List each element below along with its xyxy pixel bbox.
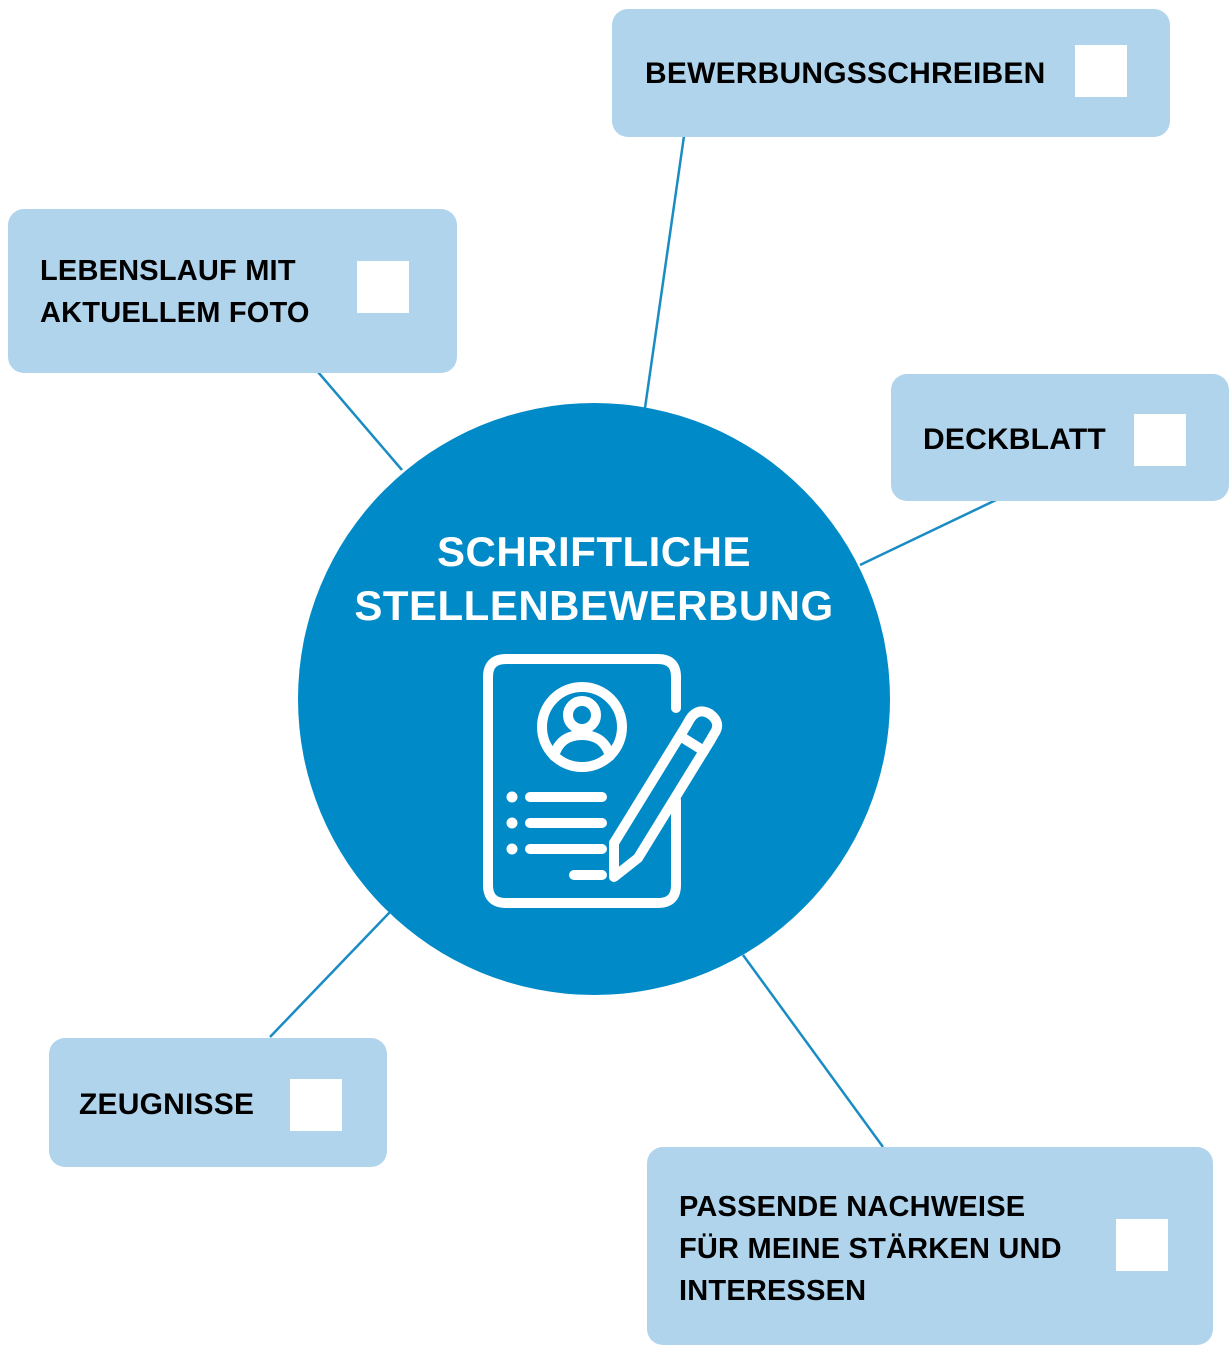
connector-zeugnisse	[269, 911, 391, 1038]
node-label-deckblatt: DECKBLATT	[923, 423, 1106, 456]
node-bewerbungsschreiben: BEWERBUNGSSCHREIBEN	[612, 9, 1170, 137]
checkbox-deckblatt[interactable]	[1134, 414, 1186, 466]
node-deckblatt: DECKBLATT	[891, 374, 1229, 501]
checkbox-zeugnisse[interactable]	[290, 1079, 342, 1131]
connector-nachweise	[741, 954, 885, 1148]
connector-deckblatt	[859, 498, 997, 567]
node-label-lebenslauf: LEBENSLAUF MIT AKTUELLEM FOTO	[40, 255, 310, 329]
node-zeugnisse: ZEUGNISSE	[49, 1038, 387, 1167]
connector-lebenslauf	[317, 371, 403, 471]
center-circle: SCHRIFTLICHE STELLENBEWERBUNG	[298, 403, 890, 995]
node-nachweise: PASSENDE NACHWEISE FÜR MEINE STÄRKEN UND…	[647, 1147, 1213, 1345]
checkbox-nachweise[interactable]	[1116, 1219, 1168, 1271]
node-lebenslauf: LEBENSLAUF MIT AKTUELLEM FOTO	[8, 209, 457, 373]
node-label-bewerbungsschreiben: BEWERBUNGSSCHREIBEN	[645, 57, 1046, 90]
node-label-zeugnisse: ZEUGNISSE	[79, 1088, 255, 1121]
node-label-nachweise: PASSENDE NACHWEISE FÜR MEINE STÄRKEN UND…	[679, 1191, 1062, 1307]
connector-bewerbungsschreiben	[643, 135, 686, 409]
checkbox-lebenslauf[interactable]	[357, 261, 409, 313]
hub-title: SCHRIFTLICHE STELLENBEWERBUNG	[354, 528, 834, 629]
checkbox-bewerbungsschreiben[interactable]	[1075, 45, 1127, 97]
application-document-icon	[483, 654, 723, 908]
